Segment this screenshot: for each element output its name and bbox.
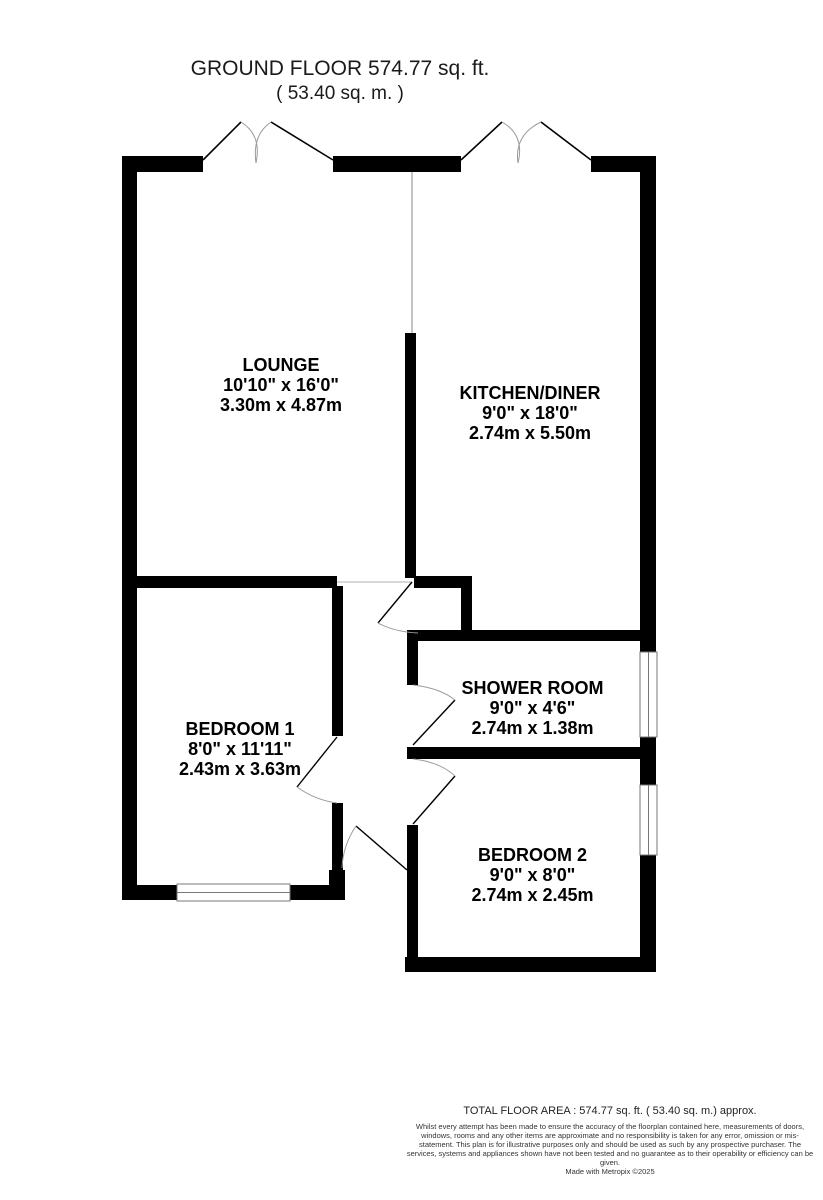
room-name: BEDROOM 2: [477, 845, 587, 865]
room-metric: 2.74m x 1.38m: [471, 718, 594, 738]
room-imperial: 8'0" x 11'11": [188, 739, 292, 759]
walls: [122, 156, 656, 972]
room-imperial: 9'0" x 18'0": [482, 403, 578, 423]
floor-area-metric: ( 53.40 sq. m. ): [276, 83, 404, 104]
room-kitchen-diner: KITCHEN/DINER 9'0" x 18'0" 2.74m x 5.50m: [425, 383, 635, 443]
room-metric: 2.74m x 2.45m: [471, 885, 594, 905]
room-bedroom-2: BEDROOM 2 9'0" x 8'0" 2.74m x 2.45m: [440, 845, 625, 905]
made-with-credit: Made with Metropix ©2025: [565, 1167, 655, 1176]
french-doors-lounge: [202, 121, 334, 164]
french-doors-kitchen: [460, 121, 592, 164]
room-metric: 2.43m x 3.63m: [178, 759, 302, 779]
room-metric: 3.30m x 4.87m: [219, 395, 343, 415]
disclaimer: Whilst every attempt has been made to en…: [406, 1122, 814, 1167]
room-name: LOUNGE: [242, 355, 320, 375]
room-lounge: LOUNGE 10'10" x 16'0" 3.30m x 4.87m: [186, 355, 376, 415]
room-name: SHOWER ROOM: [461, 678, 604, 698]
room-shower-room: SHOWER ROOM 9'0" x 4'6" 2.74m x 1.38m: [440, 678, 625, 738]
interior-doors: [296, 581, 456, 871]
windows: [176, 651, 658, 902]
room-bedroom-1: BEDROOM 1 8'0" x 11'11" 2.43m x 3.63m: [150, 719, 330, 779]
room-metric: 2.74m x 5.50m: [468, 423, 592, 443]
room-name: BEDROOM 1: [185, 719, 295, 739]
total-floor-area: TOTAL FLOOR AREA : 574.77 sq. ft. ( 53.4…: [463, 1105, 757, 1117]
room-name: KITCHEN/DINER: [459, 383, 601, 403]
floor-title: GROUND FLOOR 574.77 sq. ft.: [190, 57, 490, 80]
room-imperial: 10'10" x 16'0": [223, 375, 339, 395]
room-imperial: 9'0" x 8'0": [489, 865, 576, 885]
room-imperial: 9'0" x 4'6": [489, 698, 576, 718]
footer: TOTAL FLOOR AREA : 574.77 sq. ft. ( 53.4…: [400, 1105, 820, 1176]
